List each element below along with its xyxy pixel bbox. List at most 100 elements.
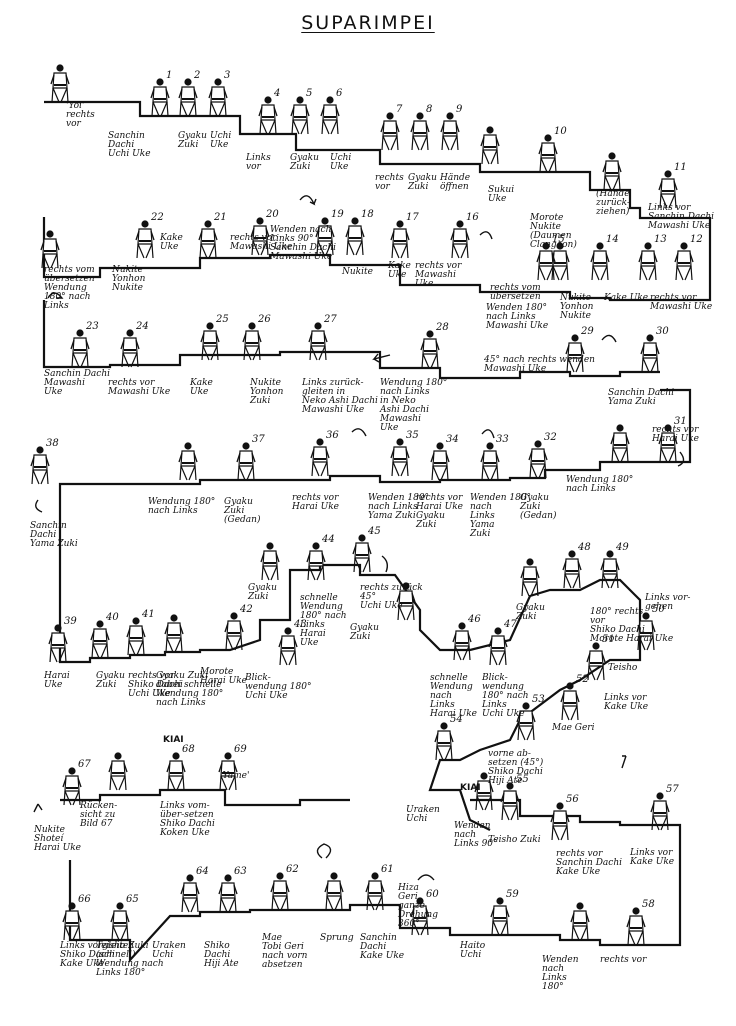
step-label: Uchi — [406, 814, 427, 824]
step-label: Koken Uke — [159, 828, 210, 838]
step-label: Dachi — [107, 140, 134, 150]
step-label: Kake Uke — [555, 867, 600, 877]
step-label: nach Links — [156, 698, 206, 708]
step-label: Dachi — [29, 530, 56, 540]
step-label: Gyaku — [290, 153, 319, 163]
step-label: Uraken — [152, 941, 186, 951]
step-label: Kake — [387, 261, 411, 271]
karate-figure-icon — [200, 322, 220, 361]
step-label: Haito — [459, 941, 486, 951]
karate-figure-icon — [260, 542, 280, 581]
step-label: absetzen — [262, 960, 303, 970]
turn-arrow-icon — [481, 429, 495, 439]
step-label: Sanchin Dachi — [608, 388, 674, 398]
karate-figure-icon — [626, 907, 646, 946]
step-label: wendung — [482, 682, 524, 692]
karate-figure-icon — [180, 874, 200, 913]
step-label: Zuki — [95, 680, 117, 690]
karate-figure-icon — [450, 220, 470, 259]
step-label: Mawashi Uke — [485, 321, 548, 331]
step-label: Gyaku — [416, 511, 445, 521]
step-label: Wenden — [542, 955, 579, 965]
step-label: Harai Uke — [291, 502, 339, 512]
step-label: Kake Uke — [603, 293, 648, 303]
step-label: nach vorn — [262, 951, 308, 961]
step-label: Zuki — [289, 162, 311, 172]
step-label: Sukui — [488, 185, 514, 195]
step-number: 59 — [506, 889, 519, 900]
step-number: 50 — [652, 604, 665, 615]
turn-arrow-icon — [316, 843, 332, 859]
karate-figure-icon — [536, 242, 556, 281]
step-label: Shiko Dachi — [590, 625, 645, 635]
karate-figure-icon — [290, 96, 310, 135]
step-number: 6 — [336, 88, 343, 99]
step-label: Teisho Zuki — [488, 835, 541, 845]
step-label: wendung 180° — [245, 682, 311, 692]
karate-figure-icon — [150, 78, 170, 117]
karate-figure-icon — [490, 897, 510, 936]
karate-figure-icon — [528, 440, 548, 479]
step-label: Uke — [330, 162, 348, 172]
step-number: 17 — [406, 212, 419, 223]
step-label: rechts — [66, 110, 95, 120]
step-label: Mawashi — [43, 378, 85, 388]
step-label: rechts vom — [490, 283, 541, 293]
step-label: Yonhon — [560, 302, 594, 312]
step-label: Uchi Uke — [360, 601, 403, 611]
step-label: Mawashi Uke — [649, 302, 712, 312]
step-label: Uraken — [406, 805, 440, 815]
step-label: 'Yame' — [220, 771, 249, 781]
step-label: Morote Harai Uke — [589, 634, 673, 644]
step-label: Gyaku — [178, 131, 207, 141]
karate-figure-icon — [110, 902, 130, 941]
step-label: rechts vor — [292, 493, 339, 503]
step-label: Uke — [388, 270, 406, 280]
step-label: Mawashi Uke — [107, 387, 170, 397]
step-label: Mawashi — [414, 270, 456, 280]
step-label: Wendung — [300, 602, 343, 612]
turn-arrow-icon — [372, 353, 391, 363]
step-label: Zuki — [349, 632, 371, 642]
step-label: Links — [469, 511, 495, 521]
step-number: 35 — [406, 430, 419, 441]
karate-figure-icon — [178, 442, 198, 481]
step-number: 48 — [577, 542, 591, 553]
step-label: rechts vor — [600, 955, 647, 965]
step-label: Links vor — [647, 203, 691, 213]
step-label: Wendung 180° — [380, 378, 447, 388]
karate-figure-icon — [538, 134, 558, 173]
step-label: Uke — [44, 387, 62, 397]
step-label: Mae Geri — [551, 723, 595, 733]
step-label: Rücken- — [79, 801, 117, 811]
step-label: Wenden nach — [270, 225, 331, 235]
step-label: Nukite — [559, 311, 591, 321]
step-label: gleiten in — [302, 387, 345, 397]
step-label: Uke — [488, 194, 506, 204]
karate-figure-icon — [62, 902, 82, 941]
turn-arrow-icon — [33, 803, 43, 813]
step-label: Sanchin — [30, 521, 67, 531]
step-label: Uke — [210, 140, 228, 150]
step-number: 51 — [602, 634, 615, 645]
karate-figure-icon — [550, 802, 570, 841]
step-number: 21 — [213, 212, 227, 223]
step-number: 9 — [456, 104, 463, 115]
turn-arrow-icon — [35, 499, 43, 513]
step-label: Geri — [398, 892, 418, 902]
step-label: rechts vor — [415, 261, 462, 271]
karate-figure-icon — [166, 752, 186, 791]
step-number: 38 — [46, 438, 59, 449]
step-label: Wendung 180° — [148, 497, 215, 507]
step-label: nach — [454, 830, 476, 840]
karate-figure-icon — [474, 772, 494, 811]
karate-figure-icon — [586, 642, 606, 681]
step-label: Yama — [470, 520, 495, 530]
step-label: Hiji Ate — [487, 776, 523, 786]
karate-figure-icon — [600, 550, 620, 589]
step-number: 22 — [150, 212, 164, 223]
step-number: 60 — [426, 889, 439, 900]
step-label: Links — [429, 700, 455, 710]
karate-figure-icon — [640, 334, 660, 373]
step-label: Morote — [529, 213, 563, 223]
